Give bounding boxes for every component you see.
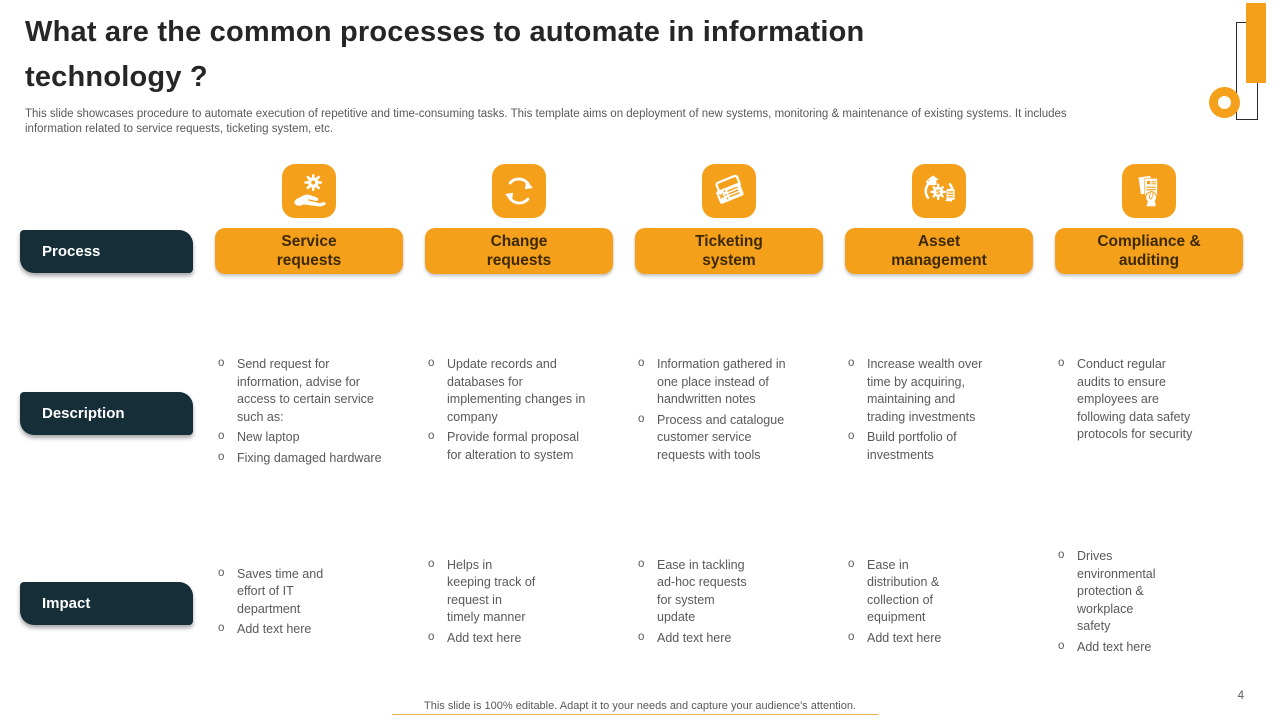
column-icon-cell [635,163,823,219]
description-row: Description Send request for information… [20,355,1243,470]
bullet-item: New laptop [215,428,401,447]
bullet-item: Send request for information, advise for… [215,355,401,426]
bullet-item: Add text here [635,629,821,648]
footer-underline [392,714,878,715]
process-header-asset-management: Asset management [845,228,1033,274]
bullet-item: Process and catalogue customer service r… [635,411,821,465]
impact-list: Ease in distribution & collection of equ… [845,556,1033,651]
process-header-change-requests: Change requests [425,228,613,274]
svg-text:$: $ [936,188,941,197]
decor-orange-donut [1209,87,1240,118]
row-label-text: Impact [42,595,91,612]
hand-gear-icon [282,164,336,218]
sync-arrows-icon [492,164,546,218]
bullet-item: Ease in distribution & collection of equ… [845,556,1031,627]
bullet-item: Conduct regular audits to ensure employe… [1055,355,1241,444]
impact-row: Impact Saves time and effort of IT depar… [20,547,1243,659]
process-row: Process Service requests Change requests… [20,228,1243,274]
bullet-item: Add text here [845,629,1031,648]
bullet-item: Provide formal proposal for alteration t… [425,428,611,464]
spacer-cell [20,163,193,219]
bullet-item: Increase wealth over time by acquiring, … [845,355,1031,426]
asset-cycle-icon: $ [912,164,966,218]
audit-document-icon [1122,164,1176,218]
description-list: Update records and databases for impleme… [425,355,613,467]
icons-row: $ [20,163,1243,219]
page-title: What are the common processes to automat… [25,16,865,93]
footer-note: This slide is 100% editable. Adapt it to… [424,700,856,712]
column-icon-cell [1055,163,1243,219]
impact-list: Ease in tackling ad-hoc requests for sys… [635,556,823,651]
bullet-item: Information gathered in one place instea… [635,355,821,409]
impact-list: Saves time and effort of IT department A… [215,565,403,642]
tickets-icon [702,164,756,218]
bullet-item: Add text here [425,629,611,648]
page-number: 4 [1237,690,1244,702]
description-list: Send request for information, advise for… [215,355,403,470]
bullet-item: Build portfolio of investments [845,428,1031,464]
description-list: Increase wealth over time by acquiring, … [845,355,1033,467]
bullet-item: Ease in tackling ad-hoc requests for sys… [635,556,821,627]
bullet-item: Add text here [215,620,401,639]
slide-subtitle: This slide showcases procedure to automa… [25,108,1067,135]
process-header-ticketing-system: Ticketing system [635,228,823,274]
bullet-item: Saves time and effort of IT department [215,565,401,619]
bullet-item: Fixing damaged hardware [215,449,401,468]
row-label-description: Description [20,391,193,435]
row-label-process: Process [20,229,193,273]
impact-list: Drives environmental protection & workpl… [1055,547,1243,659]
column-icon-cell [215,163,403,219]
row-label-text: Description [42,404,125,422]
column-icon-cell: $ [845,163,1033,219]
bullet-item: Update records and databases for impleme… [425,355,611,426]
column-icon-cell [425,163,613,219]
impact-list: Helps in keeping track of request in tim… [425,556,613,651]
process-header-service-requests: Service requests [215,228,403,274]
row-label-impact: Impact [20,582,193,625]
description-list: Information gathered in one place instea… [635,355,823,467]
description-list: Conduct regular audits to ensure employe… [1055,355,1243,447]
decor-orange-bar [1246,3,1266,83]
bullet-item: Drives environmental protection & workpl… [1055,547,1241,636]
process-header-compliance-auditing: Compliance & auditing [1055,228,1243,274]
bullet-item: Add text here [1055,638,1241,657]
row-label-text: Process [42,242,101,260]
bullet-item: Helps in keeping track of request in tim… [425,556,611,627]
